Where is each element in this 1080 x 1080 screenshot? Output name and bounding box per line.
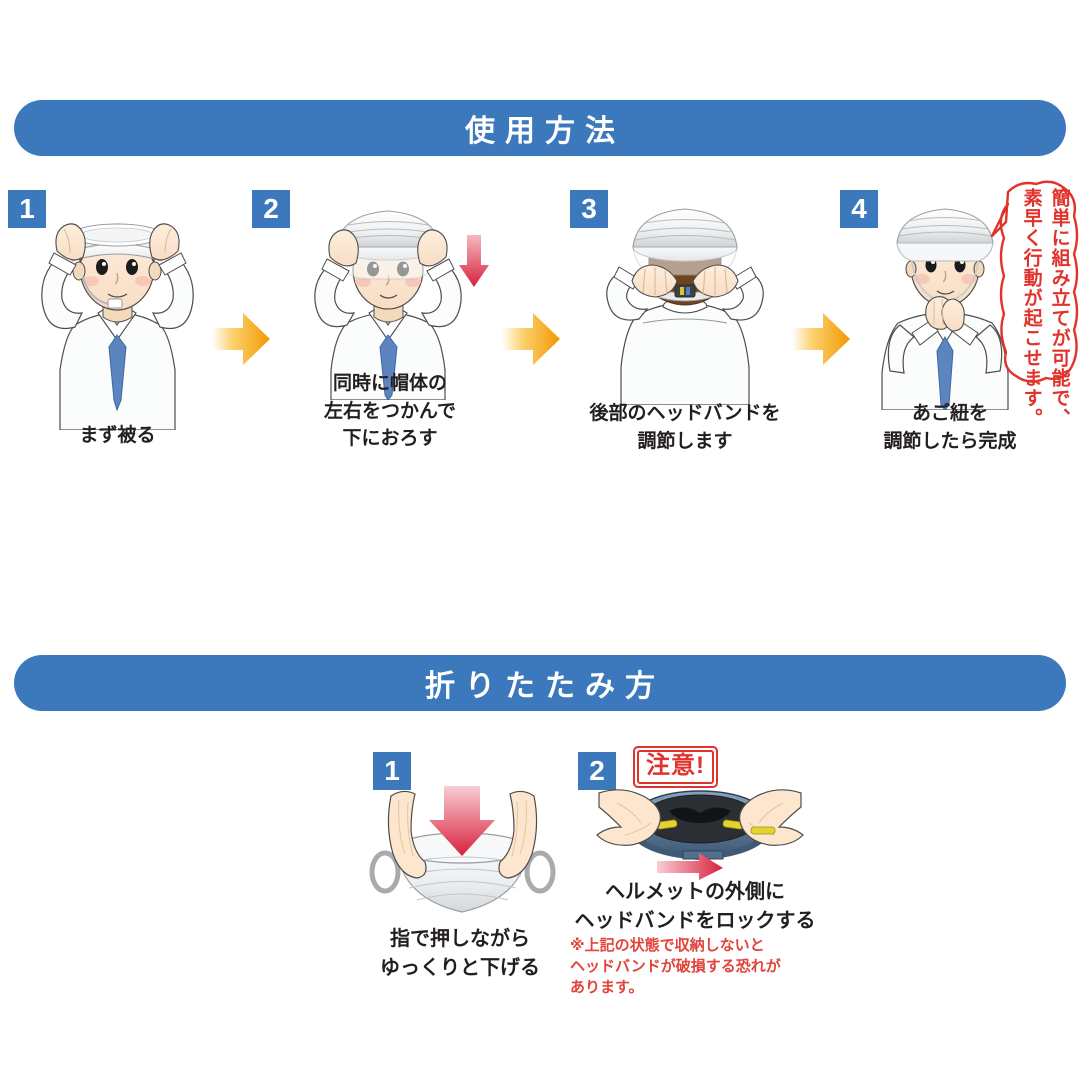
- section-banner-usage-label: 使用方法: [465, 115, 625, 148]
- step-badge-folding-1-number: 1: [384, 755, 400, 786]
- step-badge-usage-2-number: 2: [263, 193, 279, 224]
- caption-usage-4: あご紐を 調節したら完成: [883, 403, 1017, 452]
- speech-balloon-line-left: 素早く行動が起こせます。: [1020, 188, 1042, 428]
- illustration-man-back-adjusting-headband: [606, 208, 764, 405]
- section-banner-usage: 使用方法: [14, 100, 1066, 156]
- step-badge-folding-1: 1: [373, 752, 411, 790]
- warning-note-folding: ※上記の状態で収納しないと ヘッドバンドが破損する恐れが あります。: [570, 937, 781, 996]
- step-badge-usage-3-number: 3: [581, 193, 597, 224]
- caption-usage-2: 同時に帽体の 左右をつかんで 下におろす: [323, 373, 457, 450]
- illustration-man-fastening-chin-strap: [881, 208, 1009, 410]
- step-badge-usage-1: 1: [8, 190, 46, 228]
- step-badge-usage-4-number: 4: [851, 193, 867, 224]
- step-badge-usage-3: 3: [570, 190, 608, 228]
- step-badge-folding-2-number: 2: [589, 755, 605, 786]
- step-badge-folding-2: 2: [578, 752, 616, 790]
- arrow-right-icon-3: [792, 313, 850, 365]
- caption-usage-1: まず被る: [79, 425, 156, 446]
- caption-usage-3: 後部のヘッドバンドを 調節します: [589, 403, 781, 452]
- section-banner-folding: 折りたたみ方: [14, 655, 1066, 711]
- arrow-right-icon-1: [212, 313, 270, 365]
- speech-balloon-line-right: 簡単に組み立てが可能で、: [1048, 188, 1070, 428]
- step-badge-usage-1-number: 1: [19, 193, 35, 224]
- illustration-man-putting-on-helmet: [41, 223, 194, 430]
- illustration-hands-pressing-helmet-down: [369, 786, 556, 913]
- section-banner-folding-label: 折りたたみ方: [425, 670, 665, 703]
- step-badge-usage-4: 4: [840, 190, 878, 228]
- arrow-right-icon-2: [502, 313, 560, 365]
- caution-stamp: 注意!: [633, 746, 718, 789]
- caption-folding-2: ヘルメットの外側に ヘッドバンドをロックする: [574, 881, 816, 932]
- caption-folding-1: 指で押しながら ゆっくりと下げる: [380, 928, 540, 979]
- caution-stamp-label: 注意!: [637, 750, 714, 785]
- illustration-hands-locking-headband: [596, 789, 804, 880]
- illustration-man-pressing-helmet-sides: [314, 210, 489, 400]
- speech-balloon-usage: [990, 180, 1079, 383]
- step-badge-usage-2: 2: [252, 190, 290, 228]
